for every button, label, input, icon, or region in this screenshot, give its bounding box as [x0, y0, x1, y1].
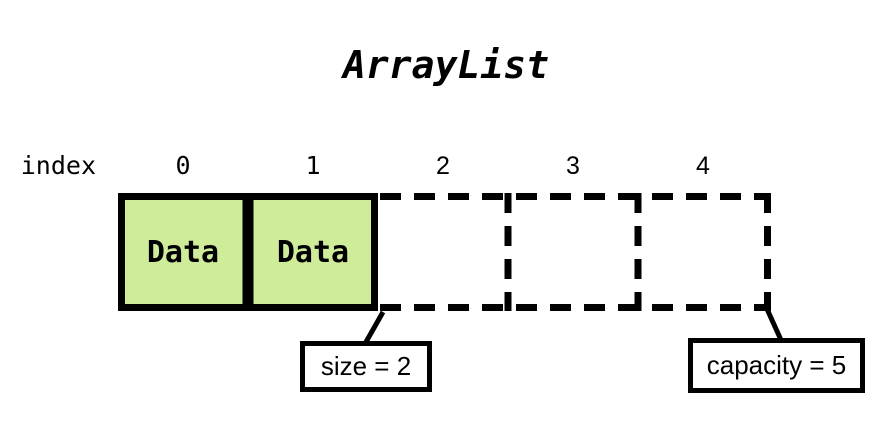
size-label-box: size = 2 — [300, 341, 432, 392]
index-number-0: 0 — [175, 151, 191, 180]
diagram-title: ArrayList — [343, 43, 549, 87]
size-callout-line — [363, 310, 386, 344]
index-number-2: 2 — [436, 152, 450, 180]
capacity-label-box: capacity = 5 — [688, 338, 865, 393]
capacity-label: capacity = 5 — [706, 350, 847, 380]
index-number-4: 4 — [696, 152, 710, 180]
cell-1-data-label: Data — [276, 235, 350, 270]
index-number-1: 1 — [305, 151, 321, 180]
index-number-3: 3 — [566, 152, 580, 180]
cell-0-data-label: Data — [146, 235, 220, 270]
capacity-callout-line — [764, 307, 784, 342]
size-label: size = 2 — [320, 351, 412, 381]
index-axis-label: index — [20, 151, 96, 180]
